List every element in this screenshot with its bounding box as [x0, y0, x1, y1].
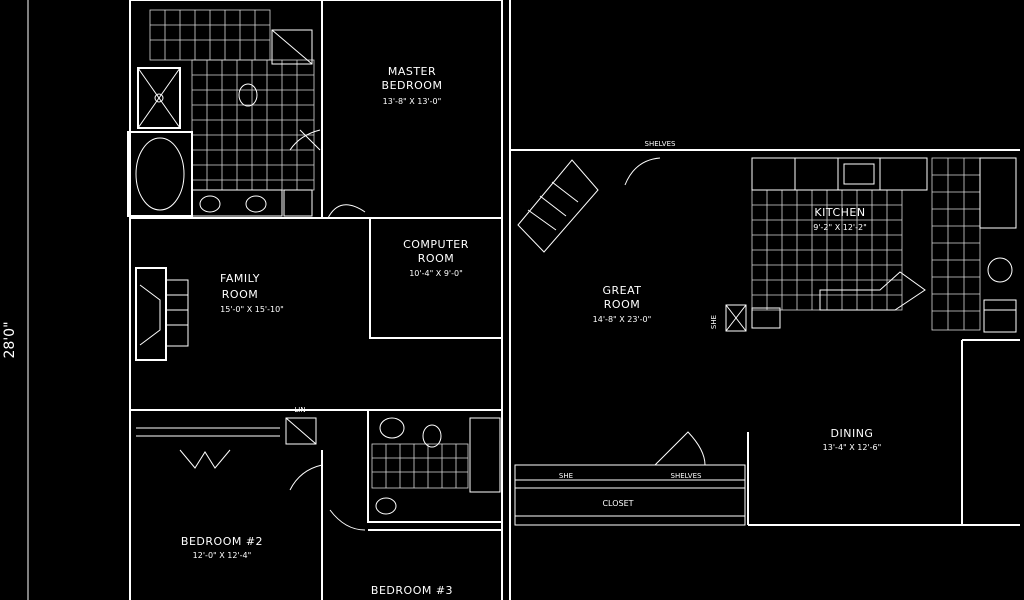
master-bedroom-name: MASTER — [388, 65, 436, 78]
great-room-name2: ROOM — [604, 298, 640, 311]
tub — [127, 131, 193, 217]
closet-label: CLOSET — [602, 499, 633, 508]
shower — [137, 67, 181, 129]
master-bath — [127, 0, 323, 219]
shelves-b-label: SHELVES — [671, 472, 702, 480]
family-room-name2: ROOM — [222, 288, 258, 301]
bedroom-3-name: BEDROOM #3 — [371, 584, 453, 597]
bedroom-2: BEDROOM #2 12'-0" X 12'-4" — [129, 410, 323, 600]
linen-label: LIN — [294, 406, 305, 414]
fireplace — [135, 267, 167, 361]
master-bedroom-name2: BEDROOM — [382, 79, 443, 92]
dining: DINING 13'-4" X 12'-6" — [747, 339, 1020, 526]
corner-shelves — [517, 159, 599, 253]
toilet — [238, 83, 258, 107]
bedroom-3: BEDROOM #3 — [329, 509, 502, 597]
shelf-a-label: SHE — [710, 315, 718, 329]
dining-name: DINING — [831, 427, 874, 440]
kitchen: SHE KITCHEN 9'-2" X 12'-2" — [710, 157, 1017, 333]
kitchen-island — [819, 271, 926, 311]
computer-room-name: COMPUTER — [403, 238, 469, 251]
shelf-b-label: SHE — [559, 472, 573, 480]
great-room-size: 14'-8" X 23'-0" — [593, 315, 652, 324]
dimension-line: 28'0" — [2, 0, 29, 600]
bedroom-2-name: BEDROOM #2 — [181, 535, 263, 548]
master-bedroom: MASTER BEDROOM 13'-8" X 13'-0" — [321, 0, 503, 219]
great-room: SHELVES GREAT ROOM 14'-8" X 23'-0" — [509, 140, 1020, 530]
bedroom-2-size: 12'-0" X 12'-4" — [193, 551, 252, 560]
master-bedroom-size: 13'-8" X 13'-0" — [383, 97, 442, 106]
overall-dimension: 28'0" — [2, 321, 18, 358]
kitchen-name: KITCHEN — [814, 206, 865, 219]
entry-closet: SHE SHELVES CLOSET — [514, 431, 746, 526]
computer-room-name2: ROOM — [418, 252, 454, 265]
kitchen-size: 9'-2" X 12'-2" — [813, 223, 867, 232]
computer-room-size: 10'-4" X 9'-0" — [409, 269, 463, 278]
hall-bath — [367, 409, 503, 523]
shelves-top-label: SHELVES — [645, 140, 676, 148]
computer-room: COMPUTER ROOM 10'-4" X 9'-0" — [327, 204, 503, 339]
family-room: FAMILY ROOM 15'-0" X 15'-10" — [129, 217, 370, 410]
vanity — [191, 189, 283, 217]
family-room-name: FAMILY — [220, 272, 260, 285]
great-room-name: GREAT — [602, 284, 641, 297]
linen-closet: LIN — [285, 406, 317, 445]
dining-size: 13'-4" X 12'-6" — [823, 443, 882, 452]
family-room-size: 15'-0" X 15'-10" — [220, 305, 284, 314]
